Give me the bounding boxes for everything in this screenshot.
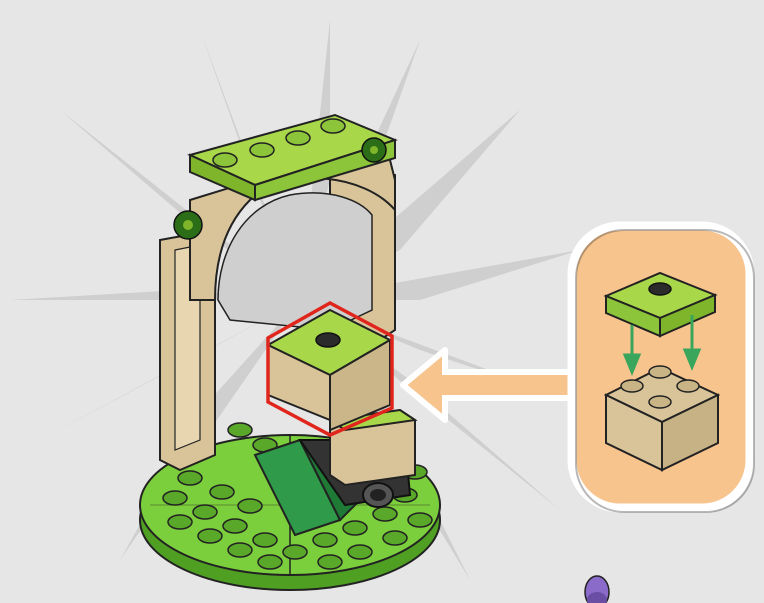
parts-callout <box>572 226 754 512</box>
minifig-head-icon <box>585 576 609 603</box>
